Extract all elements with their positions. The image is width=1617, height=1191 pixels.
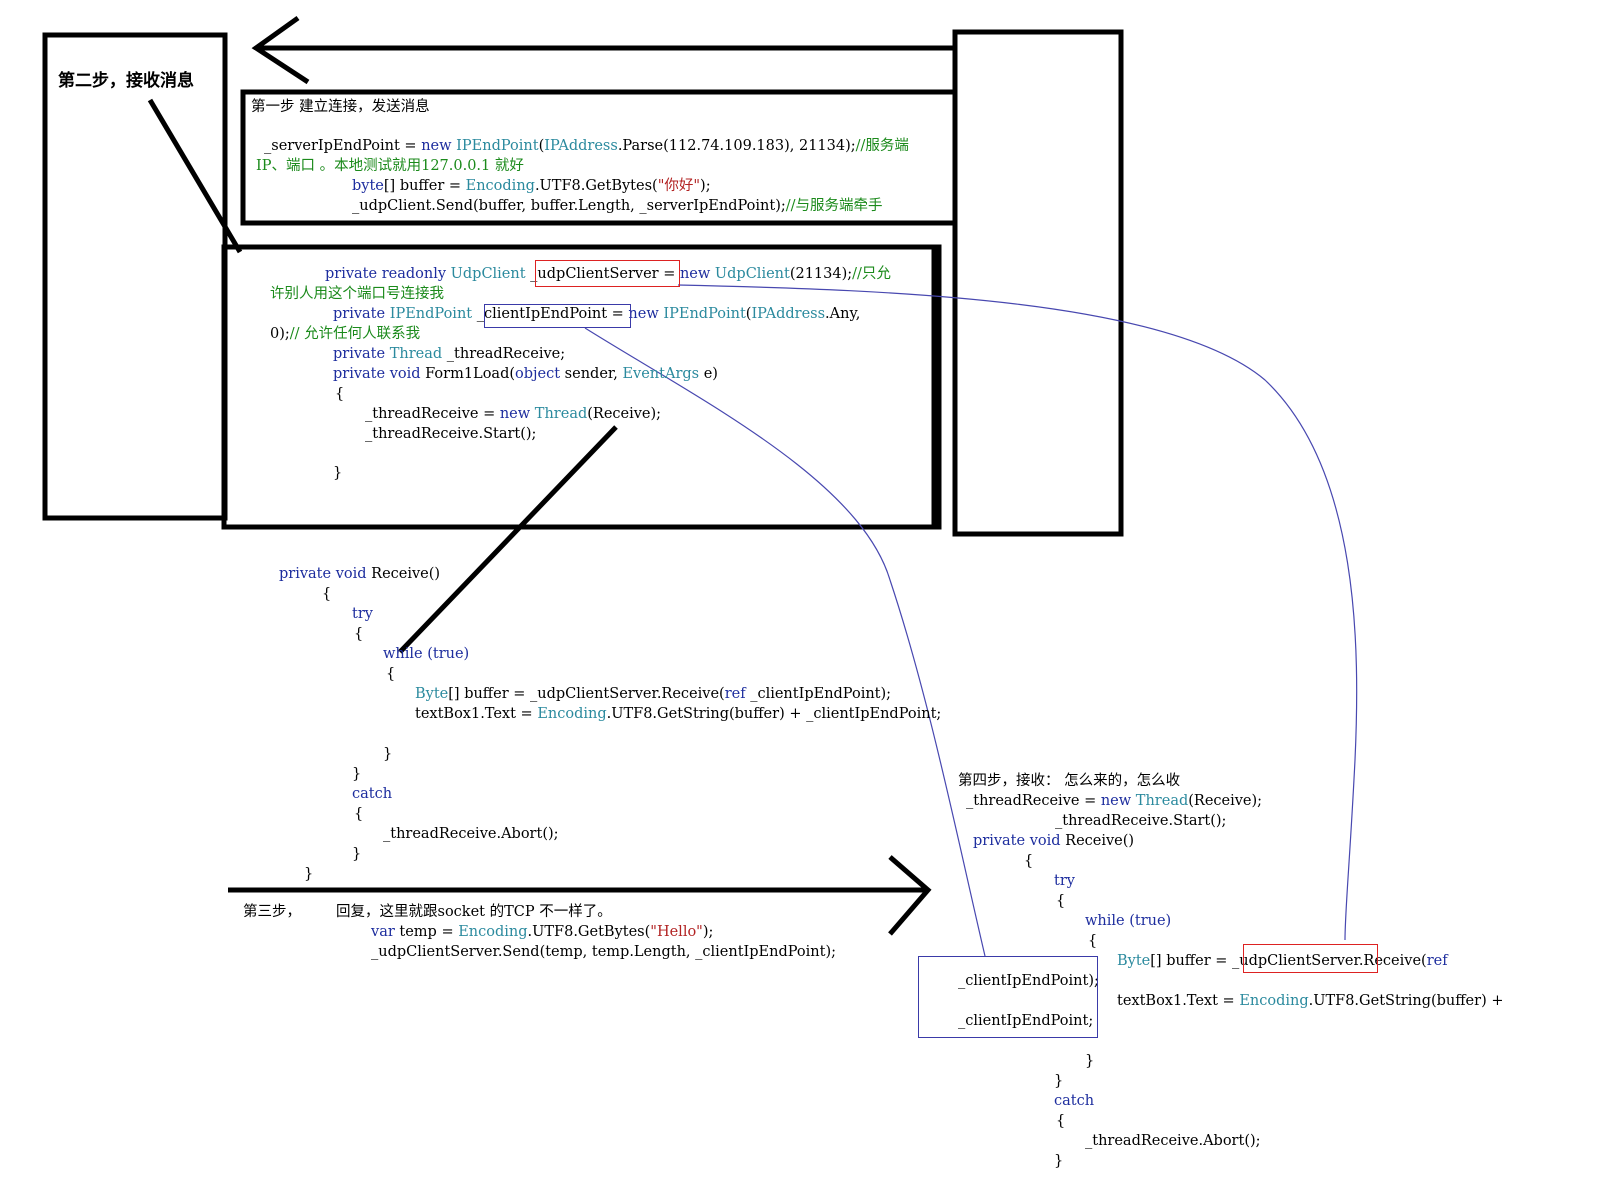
connector-clientipendpoint-curve	[584, 327, 986, 957]
step2-pointer-line	[147, 98, 243, 254]
step4-line15: catch	[1054, 1093, 1095, 1109]
step4-line13: }	[1085, 1053, 1095, 1069]
step2-label: 第二步，接收消息	[58, 71, 194, 91]
step4-line8: {	[1088, 933, 1098, 949]
step4-line6: {	[1056, 893, 1066, 909]
step1-title: 第一步 建立连接，发送消息	[251, 99, 430, 115]
step2-line5: private Thread _threadReceive;	[333, 346, 566, 362]
udpclientserver-highlight-box	[535, 260, 680, 287]
step2-left-box	[42, 32, 228, 521]
thread-to-while-line	[398, 425, 618, 654]
step4-udpclientserver-highlight-box	[1243, 944, 1378, 973]
receive-line6: {	[386, 666, 396, 682]
receive-line12: {	[354, 806, 364, 822]
step2-code-box	[221, 244, 942, 530]
step2-line6: private void Form1Load(object sender, Ev…	[333, 366, 718, 382]
receive-line13: _threadReceive.Abort();	[383, 826, 559, 842]
step4-line11: textBox1.Text = Encoding.UTF8.GetString(…	[1117, 993, 1504, 1009]
step1-box	[240, 89, 958, 226]
step2-line10: }	[333, 465, 343, 481]
step1-line4: _udpClient.Send(buffer, buffer.Length, _…	[352, 198, 883, 214]
step2-line3: private IPEndPoint _clientIpEndPoint = n…	[333, 306, 861, 322]
clientipendpoint-highlight-box	[484, 304, 631, 328]
receive-line5: while (true)	[383, 646, 470, 662]
receive-line1: private void Receive()	[279, 566, 441, 582]
step2-line9: _threadReceive.Start();	[365, 426, 537, 442]
step1-line1: _serverIpEndPoint = new IPEndPoint(IPAdd…	[264, 138, 909, 154]
step3-desc: 回复，这里就跟socket 的TCP 不一样了。	[336, 904, 612, 920]
step4-line1: _threadReceive = new Thread(Receive);	[966, 793, 1263, 809]
bottom-right-arrow-head	[888, 855, 932, 936]
step4-udpclientserver-var: _udpClientServer	[1232, 953, 1359, 969]
step4-line18: }	[1054, 1153, 1064, 1169]
step4-line12: _clientIpEndPoint;	[958, 1013, 1094, 1029]
step3-label: 第三步，	[243, 904, 301, 920]
step4-line5: try	[1054, 873, 1075, 889]
step4-clientipendpoint-highlight-box	[918, 956, 1098, 1038]
step2-line7: {	[335, 386, 345, 402]
receive-line9: }	[383, 746, 393, 762]
step2-line8: _threadReceive = new Thread(Receive);	[365, 406, 662, 422]
step2-line2: 许别人用这个端口号连接我	[270, 286, 444, 302]
step4-line16: {	[1056, 1113, 1066, 1129]
receive-line2: {	[322, 586, 332, 602]
receive-line8: textBox1.Text = Encoding.UTF8.GetString(…	[415, 706, 942, 722]
step1-line3: byte[] buffer = Encoding.UTF8.GetBytes("…	[352, 178, 711, 194]
connector-udpclientserver-curve	[677, 284, 1358, 941]
top-left-arrow-head	[251, 15, 310, 85]
step4-title: 第四步，接收： 怎么来的，怎么收	[958, 773, 1181, 789]
step1-line2: IP、端口 。本地测试就用127.0.0.1 就好	[256, 158, 524, 174]
step4-line14: }	[1054, 1073, 1064, 1089]
step4-line10: _clientIpEndPoint);	[958, 973, 1099, 989]
step3-line1: var temp = Encoding.UTF8.GetBytes("Hello…	[371, 924, 714, 940]
receive-line11: catch	[352, 786, 393, 802]
receive-line4: {	[354, 626, 364, 642]
receive-line7: Byte[] buffer = _udpClientServer.Receive…	[415, 686, 892, 702]
step3-line2: _udpClientServer.Send(temp, temp.Length,…	[371, 944, 836, 960]
step4-line4: {	[1024, 853, 1034, 869]
step4-line2: _threadReceive.Start();	[1055, 813, 1227, 829]
right-tall-box	[952, 29, 1124, 537]
udpclientserver-var: _udpClientServer	[530, 266, 659, 282]
step2-line4: 0);// 允许任何人联系我	[270, 326, 421, 342]
receive-line3: try	[352, 606, 373, 622]
step4-line9: Byte[] buffer = _udpClientServer.Receive…	[1117, 953, 1448, 969]
step2-line1: private readonly UdpClient _udpClientSer…	[325, 266, 891, 282]
receive-line15: }	[304, 866, 314, 882]
clientipendpoint-var: _clientIpEndPoint	[476, 306, 608, 322]
step4-line17: _threadReceive.Abort();	[1085, 1133, 1261, 1149]
receive-line14: }	[352, 846, 362, 862]
step4-line7: while (true)	[1085, 913, 1172, 929]
receive-line10: }	[352, 766, 362, 782]
step4-line3: private void Receive()	[973, 833, 1135, 849]
